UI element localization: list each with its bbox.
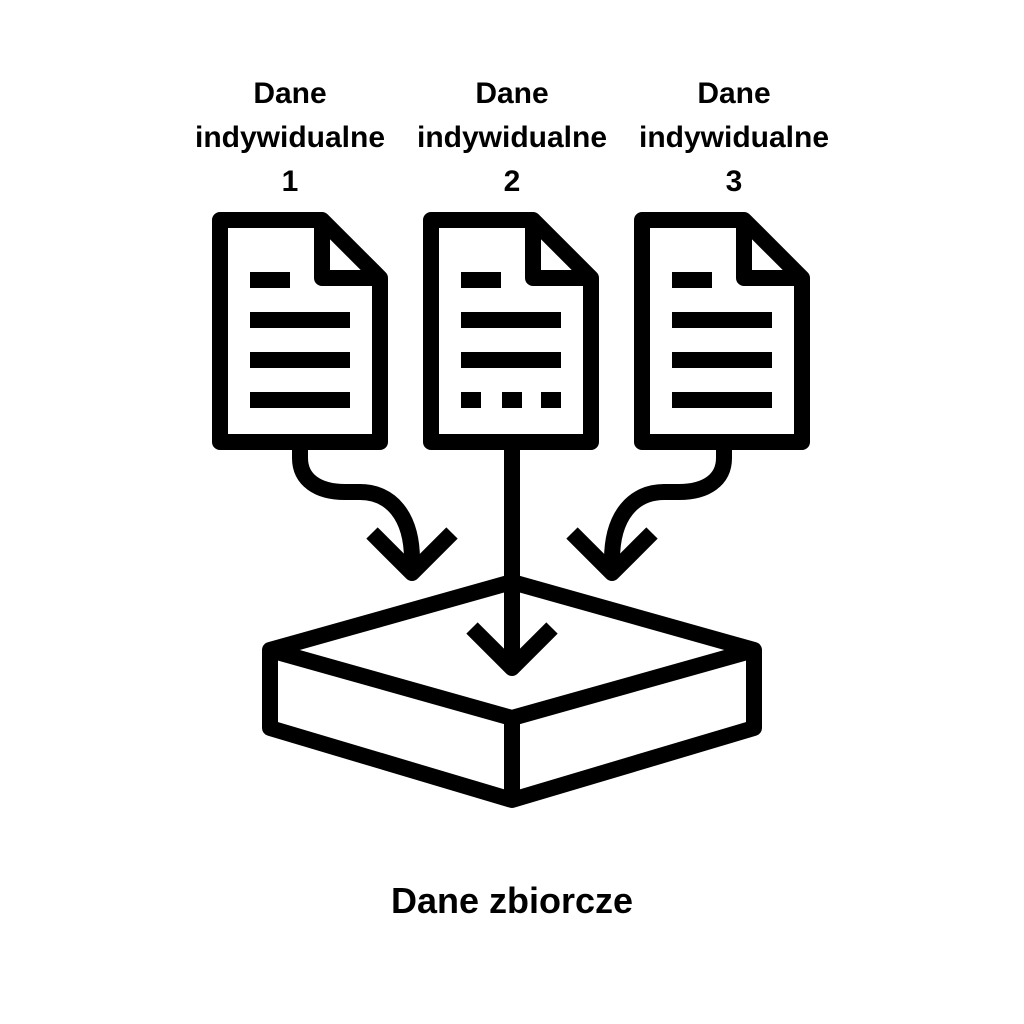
source-label-3-line1: Dane xyxy=(697,77,771,110)
source-label-2-line3: 2 xyxy=(503,165,521,198)
document-icon-3 xyxy=(634,212,810,450)
document-icon-1 xyxy=(212,212,388,450)
source-label-3-line3: 3 xyxy=(725,165,743,198)
target-label: Dane zbiorcze xyxy=(390,880,634,921)
source-label-2-line2: indywidualne xyxy=(416,121,608,154)
source-label-1-line3: 1 xyxy=(281,165,299,198)
source-label-1-line1: Dane xyxy=(253,77,327,110)
source-label-2: Dane indywidualne 2 xyxy=(392,72,632,204)
source-label-1-line2: indywidualne xyxy=(194,121,386,154)
document-icon-2 xyxy=(423,212,599,450)
arrow-down-icon-1 xyxy=(292,442,458,581)
tray-box-icon xyxy=(262,574,762,808)
source-label-1: Dane indywidualne 1 xyxy=(170,72,410,204)
source-label-2-line1: Dane xyxy=(475,77,549,110)
arrow-down-icon-3 xyxy=(566,442,732,581)
arrow-down-icon-2 xyxy=(466,442,558,676)
source-label-3-line2: indywidualne xyxy=(638,121,830,154)
source-label-3: Dane indywidualne 3 xyxy=(614,72,854,204)
